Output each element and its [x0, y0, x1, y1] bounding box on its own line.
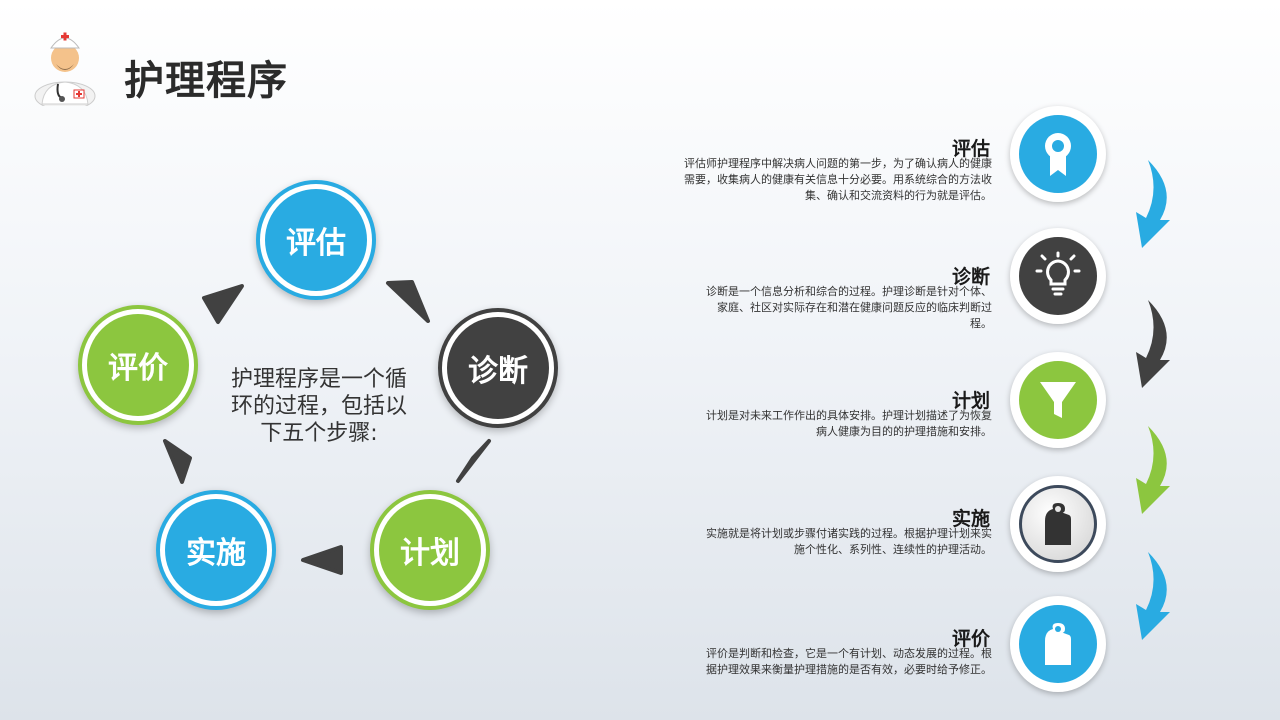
step-desc-implement: 实施就是将计划或步骤付诸实践的过程。根据护理计划来实施个性化、系列性、连续性的护… [706, 527, 992, 556]
cycle-description: 护理程序是一个循环的过程，包括以下五个步骤: [230, 367, 407, 446]
page-title: 护理程序 [124, 58, 288, 104]
cycle-label-diagnose: 诊断 [447, 317, 549, 419]
step-desc-plan: 计划是对未来工作作出的具体安排。护理计划描述了为恢复病人健康为目的的护理措施和安… [706, 409, 992, 438]
step-desc-evaluate: 评价是判断和检查，它是一个有计划、动态发展的过程。根据护理效果来衡量护理措施的是… [706, 647, 992, 676]
cycle-label-evaluate: 评价 [87, 314, 189, 416]
arrow-evaluate-to-assess-icon [202, 284, 244, 324]
step-desc-diagnose: 诊断是一个信息分析和综合的过程。护理诊断是针对个体、家庭、社区对实际存在和潜在健… [706, 285, 992, 330]
curved-arrow-down-icon [1136, 552, 1170, 640]
cycle-node-implement: 实施 [156, 490, 276, 610]
flow-arrows [1136, 160, 1170, 640]
cycle-label-implement: 实施 [165, 499, 267, 601]
door-hanger-icon [1045, 623, 1071, 665]
arrow-assess-to-diagnose-icon [386, 280, 430, 323]
step-icon-plan [1010, 352, 1106, 448]
step-icon-assess [1010, 106, 1106, 202]
door-hanger-icon [1045, 503, 1071, 545]
step-icon-evaluate [1010, 596, 1106, 692]
ribbon-award-icon [1045, 133, 1071, 176]
arrow-diagnose-to-plan-icon [456, 439, 491, 483]
step-title-evaluate: 评价 [951, 628, 990, 650]
cycle-node-diagnose: 诊断 [438, 308, 558, 428]
step-title-implement: 实施 [951, 508, 990, 530]
curved-arrow-down-icon [1136, 160, 1170, 248]
cycle-label-plan: 计划 [379, 499, 481, 601]
step-title-plan: 计划 [951, 390, 990, 412]
nurse-avatar-icon [30, 26, 100, 111]
cycle-node-evaluate: 评价 [78, 305, 198, 425]
step-desc-assess: 评估师护理程序中解决病人问题的第一步，为了确认病人的健康需要，收集病人的健康有关… [684, 157, 992, 202]
step-icon-implement [1010, 476, 1106, 572]
cycle-arrows [163, 280, 491, 575]
funnel-icon [1040, 382, 1076, 418]
cycle-node-plan: 计划 [370, 490, 490, 610]
step-title-diagnose: 诊断 [951, 266, 990, 288]
step-title-assess: 评估 [951, 138, 990, 160]
step-icon-diagnose [1010, 228, 1106, 324]
cycle-label-assess: 评估 [265, 189, 367, 291]
arrow-plan-to-implement-icon [301, 545, 343, 575]
cycle-node-assess: 评估 [256, 180, 376, 300]
lightbulb-icon [1035, 251, 1081, 296]
curved-arrow-down-icon [1136, 426, 1170, 514]
curved-arrow-down-icon [1136, 300, 1170, 388]
arrow-implement-to-evaluate-icon [163, 439, 192, 484]
